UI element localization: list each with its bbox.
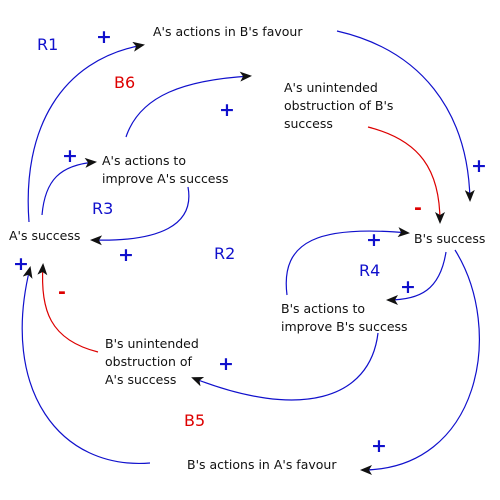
link-b-obstruct-a-to-a-success (37, 263, 99, 353)
loop-label-r2: R2 (214, 244, 235, 263)
node-a-success: A's success (9, 228, 80, 243)
loop-labels: R1 R2 R3 R4 B5 B6 (37, 35, 380, 430)
link-a-improve-to-a-success (90, 186, 190, 246)
links (21, 30, 480, 475)
link-b-success-to-b-improve (386, 251, 447, 305)
link-a-success-to-a-improve (41, 157, 97, 216)
link-a-improve-to-a-obstruct-b (125, 71, 252, 138)
loop-label-b6: B6 (114, 73, 135, 92)
loop-label-b5: B5 (184, 411, 205, 430)
polarity-plus-a-improve: + (62, 145, 78, 167)
polarity-plus-r1-top: + (96, 26, 112, 48)
node-b-improve: B's actions to improve B's success (281, 301, 408, 334)
polarity-signs: + + + + - + + + + - + + (13, 26, 487, 457)
node-a-obstruct-b: A's unintended obstruction of B's succes… (284, 80, 397, 131)
node-a-favour-b: A's actions in B's favour (153, 24, 303, 39)
node-b-improve-line-1: B's actions to (281, 301, 365, 316)
node-b-success: B's success (414, 231, 485, 246)
polarity-plus-r1-right: + (471, 155, 487, 177)
polarity-plus-b-favour-a: + (371, 435, 387, 457)
polarity-minus-a-obstruct-b: - (414, 197, 422, 219)
node-a-obstruct-b-line-3: success (284, 116, 333, 131)
link-b-success-to-b-favour-a (360, 249, 480, 475)
polarity-plus-a-success-left: + (13, 253, 29, 275)
polarity-plus-a-obstruct: + (219, 99, 235, 121)
link-b-improve-to-b-obstruct-a (191, 332, 379, 401)
polarity-plus-b5: + (218, 353, 234, 375)
link-a-favour-b-to-b-success (336, 30, 475, 202)
node-a-obstruct-b-line-1: A's unintended (284, 80, 378, 95)
node-b-obstruct-a-line-3: A's success (105, 372, 176, 387)
loop-label-r3: R3 (92, 199, 113, 218)
node-a-obstruct-b-line-2: obstruction of B's (284, 98, 393, 113)
node-a-improve-line-1: A's actions to (102, 153, 186, 168)
link-a-success-to-a-favour-b (27, 41, 145, 223)
loop-label-r4: R4 (359, 261, 380, 280)
link-b-favour-a-to-a-success (21, 266, 151, 464)
node-b-improve-line-2: improve B's success (281, 319, 408, 334)
polarity-minus-b-obstruct-a: - (58, 281, 66, 303)
node-a-improve: A's actions to improve A's success (102, 153, 229, 186)
node-a-improve-line-2: improve A's success (102, 171, 229, 186)
loop-label-r1: R1 (37, 35, 58, 54)
node-b-favour-a: B's actions in A's favour (187, 457, 337, 472)
node-b-obstruct-a-line-2: obstruction of (105, 354, 192, 369)
link-a-obstruct-b-to-b-success (367, 126, 445, 224)
node-b-obstruct-a-line-1: B's unintended (105, 336, 199, 351)
polarity-plus-b-improve-in: + (366, 229, 382, 251)
link-b-improve-to-b-success (285, 227, 410, 296)
variables: A's success B's success A's actions in B… (9, 24, 485, 472)
node-b-obstruct-a: B's unintended obstruction of A's succes… (105, 336, 203, 387)
polarity-plus-b-improve-out: + (400, 276, 416, 298)
polarity-plus-r3-bottom: + (118, 244, 134, 266)
